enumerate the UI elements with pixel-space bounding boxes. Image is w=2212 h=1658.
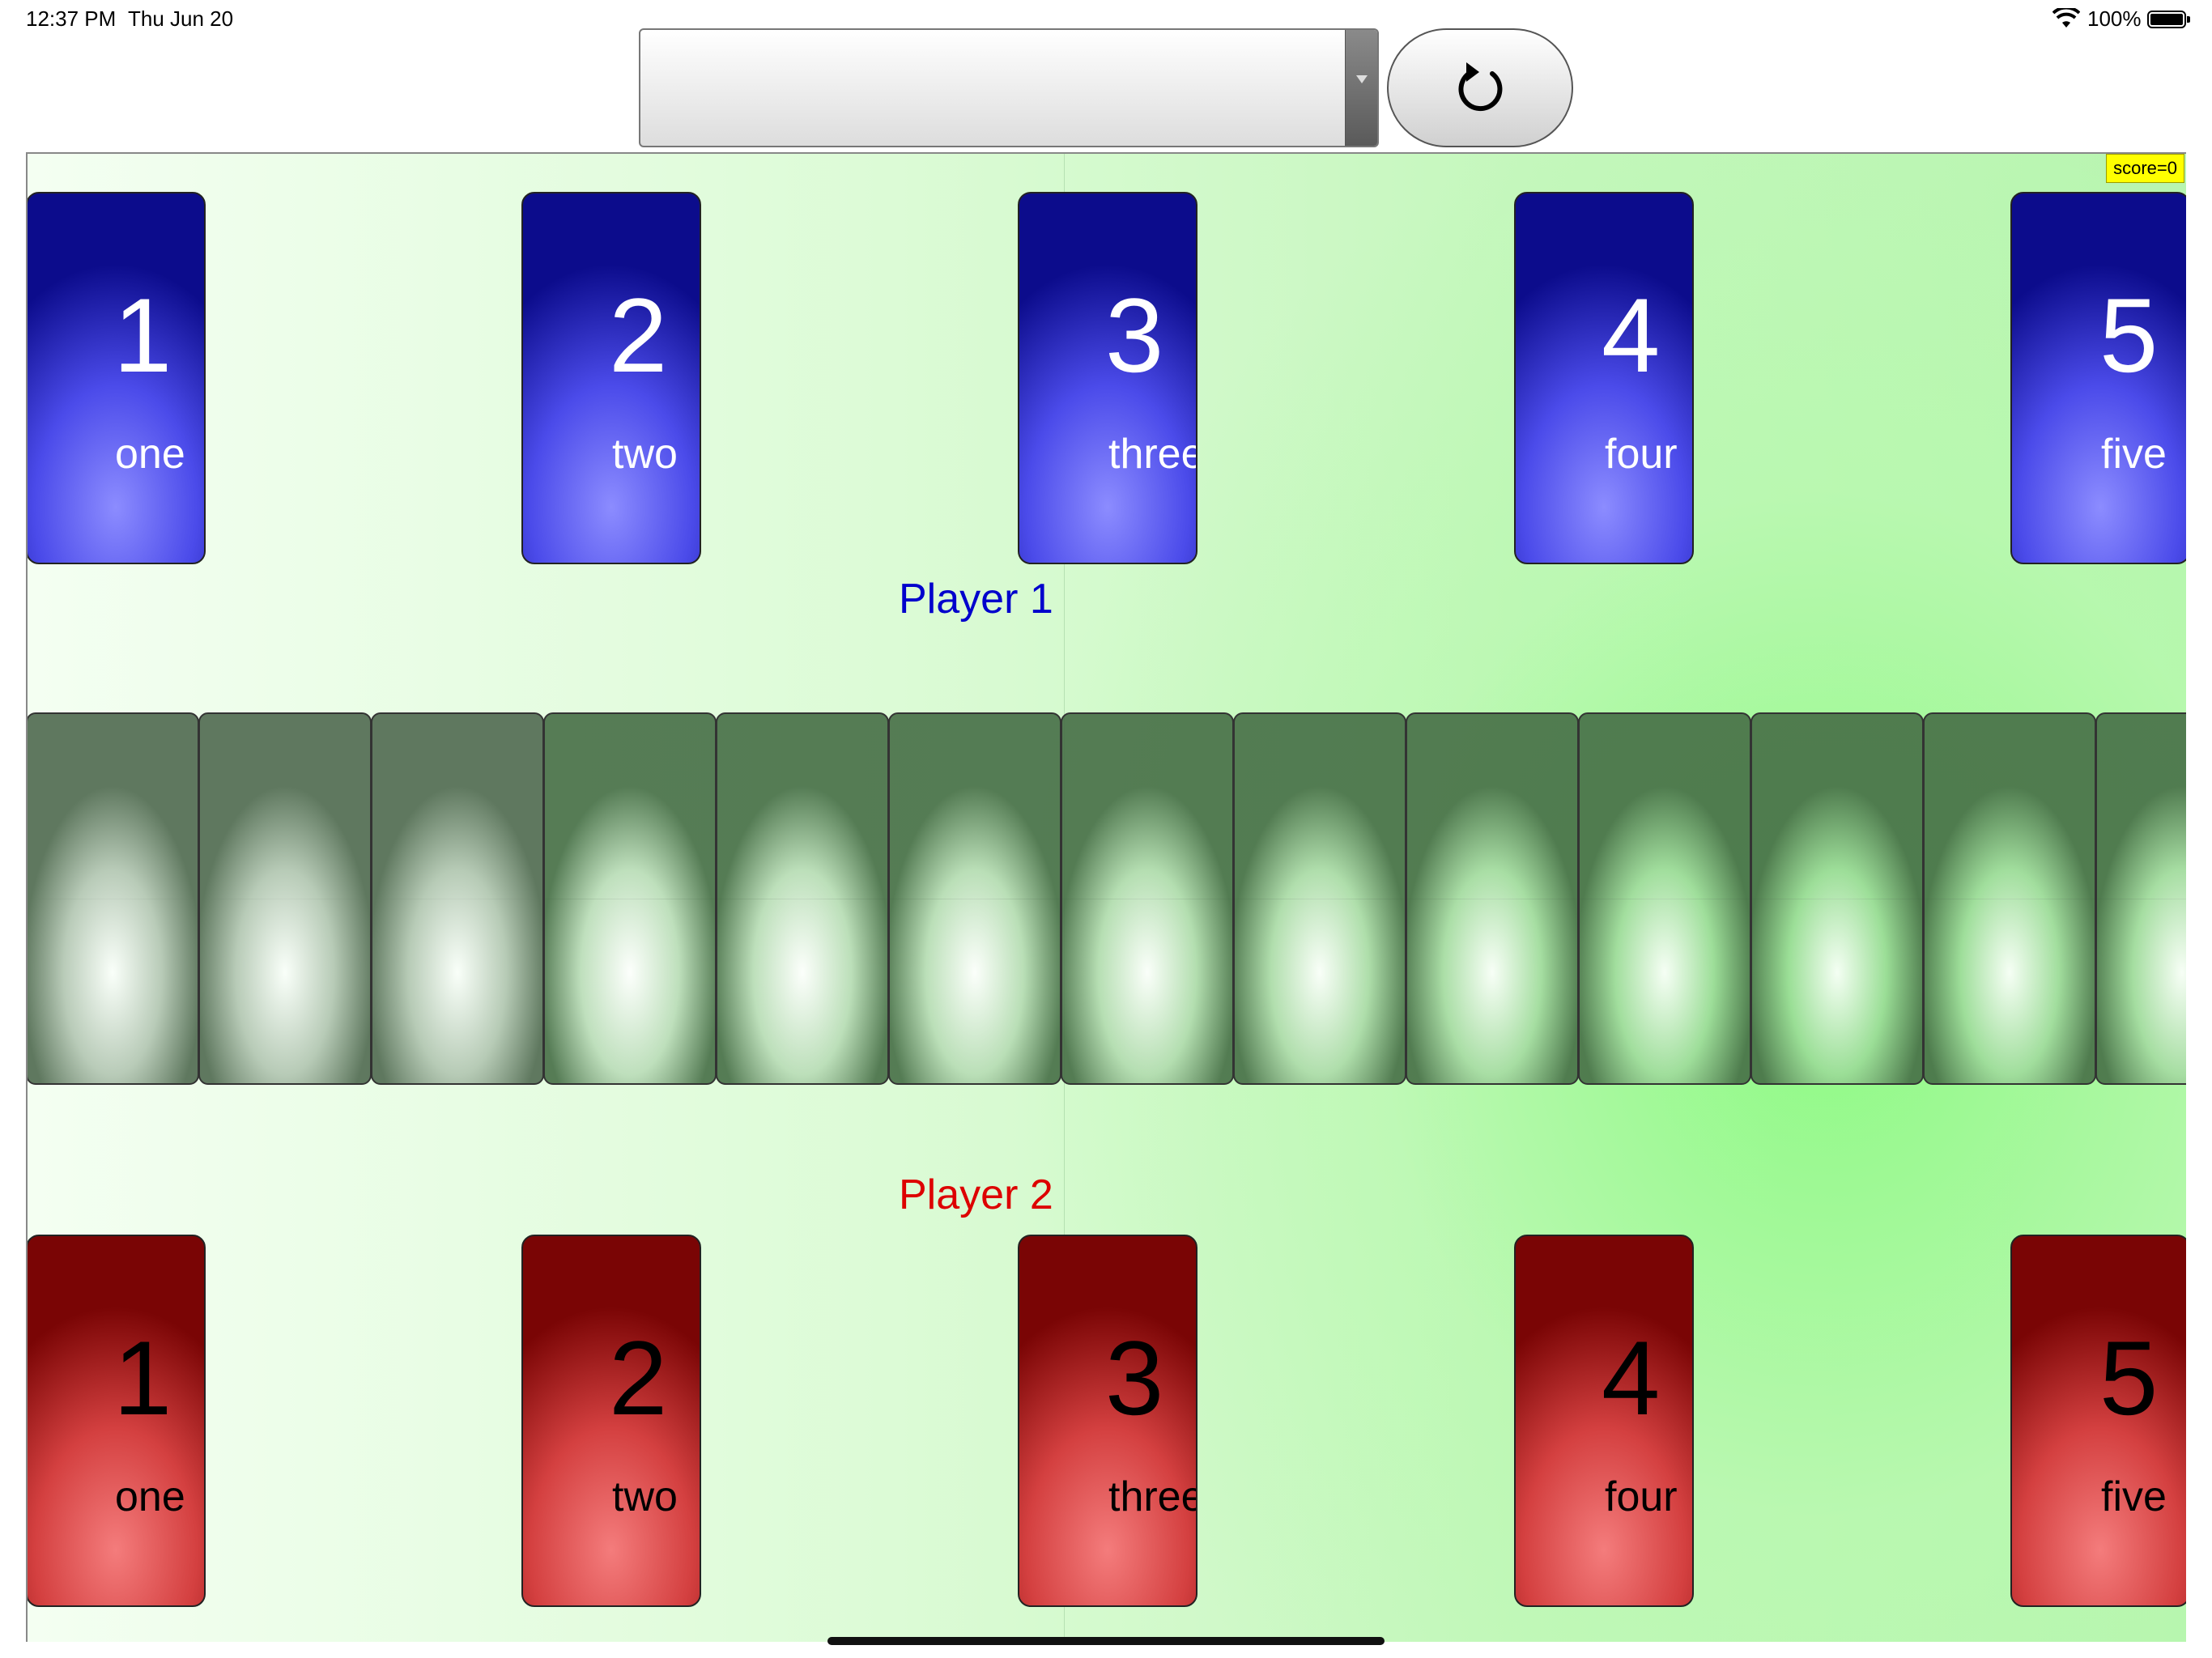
game-select[interactable] xyxy=(639,28,1379,147)
deck-card[interactable] xyxy=(716,712,889,1085)
chevron-down-icon[interactable] xyxy=(1345,30,1377,146)
card-number: 4 xyxy=(1602,1319,1661,1437)
card-word: one xyxy=(115,1473,185,1520)
status-time: 12:37 PM xyxy=(26,6,117,31)
player2-card-1[interactable]: 1 one xyxy=(28,1235,206,1607)
card-number: 4 xyxy=(1602,276,1661,394)
player1-card-1[interactable]: 1 one xyxy=(28,192,206,564)
deck-card[interactable] xyxy=(1233,712,1406,1085)
card-word: three xyxy=(1108,431,1197,478)
deck-card[interactable] xyxy=(1923,712,2096,1085)
card-word: two xyxy=(612,431,678,478)
card-word: five xyxy=(2101,431,2167,478)
card-number: 1 xyxy=(113,276,172,394)
deck-card[interactable] xyxy=(1406,712,1579,1085)
card-number: 2 xyxy=(609,276,668,394)
card-word: five xyxy=(2101,1473,2167,1520)
player2-card-5[interactable]: 5 five xyxy=(2010,1235,2186,1607)
deck-card[interactable] xyxy=(198,712,372,1085)
card-word: three xyxy=(1108,1473,1197,1520)
card-number: 3 xyxy=(1105,276,1164,394)
player1-card-2[interactable]: 2 two xyxy=(521,192,701,564)
player1-card-3[interactable]: 3 three xyxy=(1018,192,1197,564)
home-indicator[interactable] xyxy=(827,1637,1385,1645)
player1-label: Player 1 xyxy=(899,576,1053,623)
deck-card[interactable] xyxy=(371,712,544,1085)
reset-button[interactable] xyxy=(1387,28,1573,147)
player1-card-5[interactable]: 5 five xyxy=(2010,192,2186,564)
player2-card-4[interactable]: 4 four xyxy=(1514,1235,1694,1607)
card-word: four xyxy=(1605,1473,1678,1520)
battery-percent: 100% xyxy=(2087,6,2142,31)
score-badge: score=0 xyxy=(2106,154,2184,183)
deck-card[interactable] xyxy=(2095,712,2186,1085)
deck-card[interactable] xyxy=(1750,712,1924,1085)
player2-label: Player 2 xyxy=(899,1171,1053,1218)
card-word: two xyxy=(612,1473,678,1520)
status-bar: 12:37 PM Thu Jun 20 100% xyxy=(0,0,2212,37)
status-date: Thu Jun 20 xyxy=(128,6,234,31)
card-word: one xyxy=(115,431,185,478)
player2-card-3[interactable]: 3 three xyxy=(1018,1235,1197,1607)
card-number: 1 xyxy=(113,1319,172,1437)
wifi-icon xyxy=(2052,8,2080,28)
card-number: 5 xyxy=(2099,276,2159,394)
player2-card-2[interactable]: 2 two xyxy=(521,1235,701,1607)
game-board: score=0 1 one 2 two 3 three 4 four 5 fiv… xyxy=(26,152,2186,1642)
deck-card[interactable] xyxy=(888,712,1061,1085)
card-number: 2 xyxy=(609,1319,668,1437)
refresh-icon xyxy=(1458,62,1503,112)
card-number: 3 xyxy=(1105,1319,1164,1437)
card-word: four xyxy=(1605,431,1678,478)
deck-card[interactable] xyxy=(543,712,717,1085)
deck-card[interactable] xyxy=(28,712,199,1085)
card-number: 5 xyxy=(2099,1319,2159,1437)
deck-card[interactable] xyxy=(1578,712,1751,1085)
battery-icon xyxy=(2147,11,2190,28)
deck-card[interactable] xyxy=(1061,712,1234,1085)
player1-card-4[interactable]: 4 four xyxy=(1514,192,1694,564)
